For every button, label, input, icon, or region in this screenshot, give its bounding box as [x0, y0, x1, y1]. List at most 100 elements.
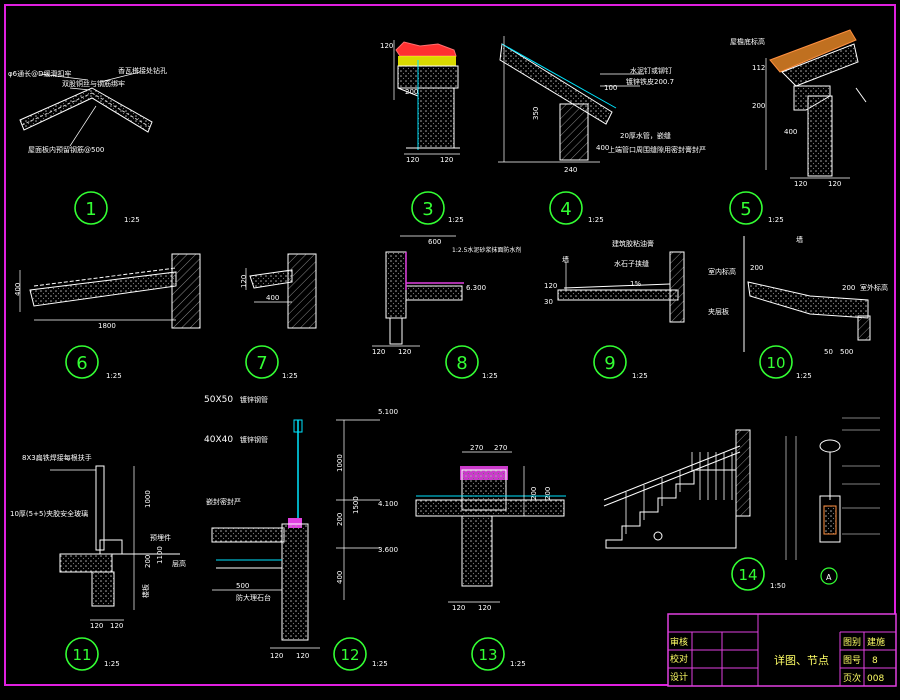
svg-text:120: 120 — [440, 156, 453, 164]
drawing-frame — [4, 4, 896, 686]
svg-text:120: 120 — [478, 604, 491, 612]
annotation-d11-c: 预埋件 — [150, 533, 171, 542]
svg-text:400: 400 — [336, 571, 344, 584]
title-row-design: 设计 — [670, 671, 688, 683]
detail-4: 水泥钉或铆钉 镀锌铁皮200.7 20厚水管，嵌缝 上端管口周围缝隙用密封膏封严… — [498, 36, 706, 174]
detail-bubble-10: 10 1:25 — [759, 345, 812, 380]
svg-text:1500: 1500 — [352, 496, 360, 514]
annotation-d8-a: 1:2.5水泥砂浆抹面防水剂 — [452, 246, 521, 254]
annotation-d4-c: 20厚水管，嵌缝 — [620, 131, 671, 140]
detail-11: 8X3扁铁焊接每根扶手 10厚(5+5)夹胶安全玻璃 预埋件 层高 楼板 100… — [10, 453, 186, 630]
detail-14 — [603, 429, 751, 549]
title-row-review: 审核 — [670, 636, 688, 648]
svg-text:120: 120 — [452, 604, 465, 612]
svg-text:5: 5 — [740, 199, 751, 220]
annotation-d4-d: 上端管口周围缝隙用密封膏封严 — [608, 145, 706, 154]
svg-text:1:25: 1:25 — [796, 372, 812, 380]
svg-text:1:25: 1:25 — [104, 660, 120, 668]
value-category: 建施 — [867, 636, 885, 648]
annotation-d1-d: 屋面板内预留钢筋@500 — [28, 145, 104, 154]
detail-bubble-13: 13 1:25 — [471, 637, 526, 671]
svg-text:10: 10 — [766, 354, 785, 372]
detail-bubble-5: 5 1:25 — [729, 191, 784, 225]
detail-bubble-6: 6 1:25 — [65, 345, 122, 380]
svg-text:3: 3 — [422, 199, 433, 220]
annotation-d12-i: 3.600 — [378, 546, 398, 554]
svg-text:1:25: 1:25 — [372, 660, 388, 668]
svg-text:200: 200 — [750, 264, 763, 272]
detail-a: A — [785, 417, 880, 582]
detail-bubbles: 1 1:25 3 1:25 4 1:25 5 1:25 6 1:25 7 1:2… — [65, 191, 812, 671]
annotation-d8-b: 6.300 — [466, 284, 486, 292]
annotation-d4-a: 水泥钉或铆钉 — [630, 66, 672, 75]
svg-text:400: 400 — [596, 144, 609, 152]
svg-text:1: 1 — [85, 199, 96, 220]
svg-text:240: 240 — [564, 166, 577, 174]
detail-9: 建筑胶粘油膏 水石子挟缝 1% 墙 120 30 — [544, 239, 685, 323]
annotation-d12-e: 嵌封密封严 — [206, 497, 241, 506]
svg-text:4: 4 — [560, 199, 571, 220]
detail-bubble-12: 12 1:25 — [333, 637, 388, 671]
svg-text:9: 9 — [604, 353, 615, 374]
annotation-d1-a: φ6通长@D缓滑扣牢 — [8, 69, 71, 78]
annotation-d12-b: 镀锌钢管 — [240, 395, 268, 404]
svg-text:1:25: 1:25 — [448, 216, 464, 224]
detail-3: 120 200 120 120 — [380, 40, 460, 164]
svg-text:12: 12 — [340, 646, 359, 664]
title-block: 审核 校对 设计 详图、节点 图别 建施 图号 8 页次 008 — [667, 613, 897, 687]
svg-text:270: 270 — [470, 444, 483, 452]
svg-text:30: 30 — [544, 298, 553, 306]
annotation-d11-d: 层高 — [172, 559, 186, 568]
svg-text:120: 120 — [794, 180, 807, 188]
svg-text:1000: 1000 — [336, 454, 344, 472]
label-category: 图别 — [843, 637, 861, 648]
svg-text:200: 200 — [752, 102, 765, 110]
svg-text:1:25: 1:25 — [588, 216, 604, 224]
annotation-d10-c: 室外标高 — [860, 283, 888, 292]
value-page: 008 — [867, 674, 884, 684]
svg-text:200: 200 — [144, 555, 152, 568]
svg-text:200: 200 — [405, 88, 418, 96]
svg-text:8: 8 — [456, 353, 467, 374]
svg-text:13: 13 — [478, 646, 497, 664]
svg-text:120: 120 — [270, 652, 283, 660]
svg-text:14: 14 — [738, 566, 757, 584]
svg-text:6: 6 — [76, 353, 87, 374]
annotation-d1-b: 香瓦搭接处钻孔 — [118, 66, 167, 75]
svg-text:400: 400 — [14, 283, 22, 296]
svg-text:112: 112 — [752, 64, 765, 72]
svg-text:120: 120 — [240, 275, 248, 288]
svg-text:600: 600 — [428, 238, 441, 246]
svg-text:350: 350 — [532, 107, 540, 120]
svg-text:1:25: 1:25 — [768, 216, 784, 224]
svg-text:200: 200 — [544, 487, 552, 500]
annotation-d12-d: 镀锌钢管 — [240, 435, 268, 444]
svg-text:100: 100 — [604, 84, 617, 92]
title-row-check: 校对 — [670, 653, 688, 665]
svg-text:1800: 1800 — [98, 322, 116, 330]
svg-text:120: 120 — [372, 348, 385, 356]
svg-text:270: 270 — [494, 444, 507, 452]
annotation-d9-a: 建筑胶粘油膏 — [612, 239, 654, 248]
svg-text:200: 200 — [336, 513, 344, 526]
svg-text:120: 120 — [296, 652, 309, 660]
svg-text:11: 11 — [72, 646, 91, 664]
detail-bubble-11: 11 1:25 — [65, 637, 120, 671]
detail-7: 120 400 — [240, 253, 317, 329]
annotation-d12-g: 5.100 — [378, 408, 398, 416]
svg-text:200: 200 — [842, 284, 855, 292]
detail-10: 墙 室内标高 室外标高 夹层板 200 200 50 500 — [708, 235, 888, 356]
svg-text:120: 120 — [828, 180, 841, 188]
annotation-d10-d: 夹层板 — [708, 307, 729, 316]
value-number: 8 — [872, 656, 878, 666]
detail-8: 600 1:2.5水泥砂浆抹面防水剂 6.300 120 120 — [372, 235, 521, 356]
svg-text:1:25: 1:25 — [632, 372, 648, 380]
detail-13: 270 270 200 200 120 120 — [415, 444, 566, 612]
svg-text:1:25: 1:25 — [106, 372, 122, 380]
svg-text:1:25: 1:25 — [510, 660, 526, 668]
annotation-d12-h: 4.100 — [378, 500, 398, 508]
annotation-d12-f: 防大理石台 — [236, 593, 271, 602]
annotation-d10-a: 墙 — [796, 235, 803, 244]
svg-text:1:25: 1:25 — [282, 372, 298, 380]
